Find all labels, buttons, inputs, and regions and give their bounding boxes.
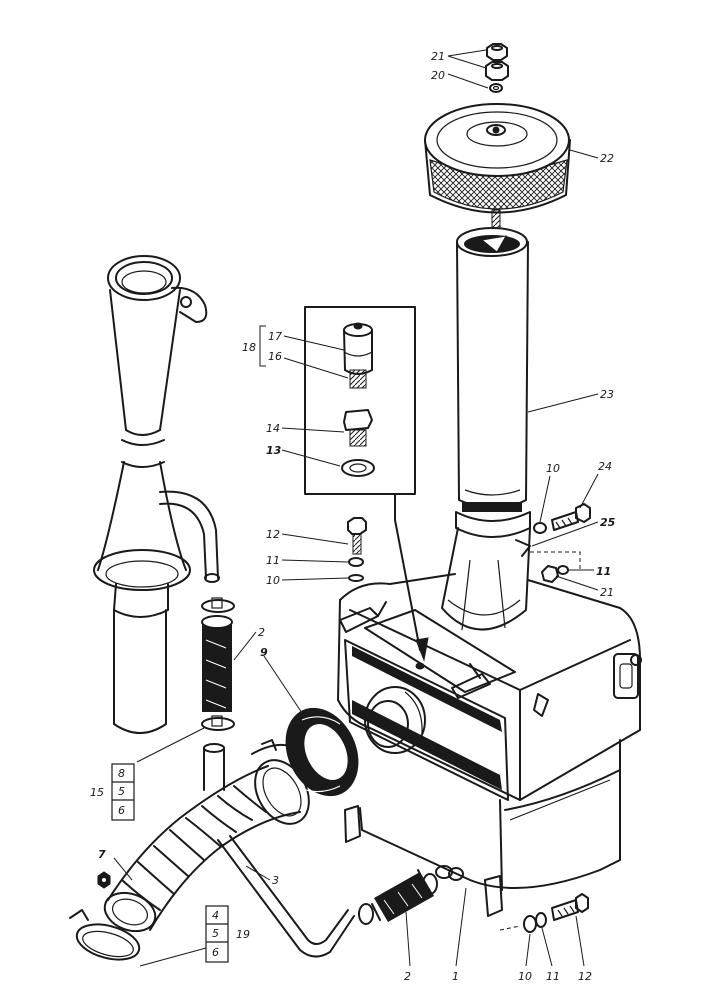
label-2-lower: 2 — [404, 970, 411, 983]
label-20: 20 — [431, 69, 445, 82]
small-nut — [97, 871, 111, 889]
label-1: 1 — [452, 970, 459, 983]
top-nuts-and-washer — [485, 43, 509, 93]
air-cleaner-housing — [337, 573, 642, 917]
callout-labels: 21 20 22 23 10 24 25 11 21 17 16 18 14 1… — [90, 50, 616, 983]
valve-detail-box — [304, 306, 429, 662]
label-11-upper: 11 — [596, 565, 611, 578]
drain-hose — [358, 869, 438, 925]
label-3: 3 — [272, 874, 279, 887]
label-21-lower: 21 — [600, 586, 614, 599]
label-10-mid: 10 — [266, 574, 280, 587]
leader-lines — [113, 49, 599, 967]
label-18: 18 — [242, 341, 256, 354]
label-11-mid: 11 — [266, 554, 280, 567]
bent-pipe — [217, 835, 355, 958]
bracket-18 — [259, 325, 266, 367]
group-15-item-8: 8 — [118, 767, 125, 780]
left-bolt-set — [347, 517, 367, 582]
label-12-upper: 12 — [266, 528, 280, 541]
label-13: 13 — [266, 444, 282, 457]
label-12-lower: 12 — [578, 970, 592, 983]
label-11-lower: 11 — [546, 970, 560, 983]
group-15-item-6: 6 — [118, 804, 125, 817]
label-14: 14 — [266, 422, 280, 435]
air-filter-cap — [424, 103, 571, 239]
group-15: 8 5 6 15 — [90, 763, 135, 821]
label-10-upper: 10 — [546, 462, 560, 475]
label-17: 17 — [268, 330, 282, 343]
label-21-top: 21 — [431, 50, 445, 63]
label-2-upper: 2 — [258, 626, 265, 639]
label-23: 23 — [600, 388, 614, 401]
oil-filler-neck — [93, 255, 220, 734]
label-16: 16 — [268, 350, 282, 363]
label-22: 22 — [600, 152, 614, 165]
label-25: 25 — [600, 516, 616, 529]
label-24: 24 — [598, 460, 612, 473]
group-19-item-6: 6 — [212, 946, 219, 959]
label-10-lower: 10 — [518, 970, 532, 983]
group-15-label: 15 — [90, 786, 104, 799]
group-19: 4 5 6 19 — [205, 905, 250, 963]
group-19-label: 19 — [236, 928, 250, 941]
label-7: 7 — [98, 848, 106, 861]
rubber-gasket — [285, 707, 359, 797]
group-15-item-5: 5 — [118, 785, 125, 798]
group-19-item-4: 4 — [212, 909, 219, 922]
short-hose-with-clamps — [201, 597, 235, 791]
label-9: 9 — [260, 646, 268, 659]
corrugated-air-hose — [69, 739, 311, 961]
group-19-item-5: 5 — [212, 927, 219, 940]
lower-right-fasteners — [499, 893, 589, 933]
intake-tube — [441, 227, 531, 631]
